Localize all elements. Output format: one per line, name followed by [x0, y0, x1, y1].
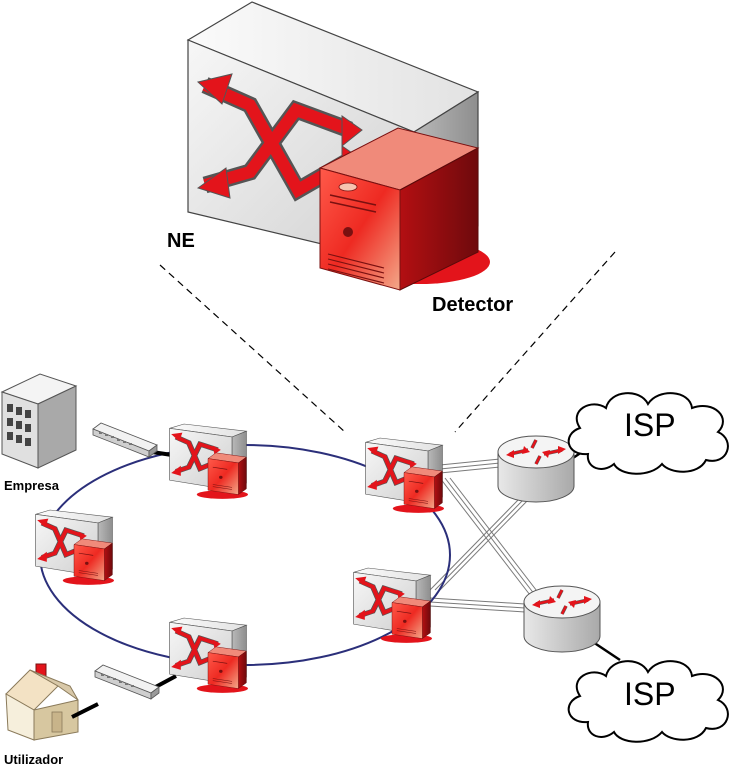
crossing-arrows-icon — [196, 73, 363, 202]
switch-icon — [94, 664, 160, 700]
house-icon — [5, 663, 79, 741]
building-icon — [0, 373, 78, 469]
router-links — [429, 458, 541, 613]
detector-icon — [318, 127, 490, 291]
isp-top-label: ISP — [624, 407, 676, 443]
router-icon — [522, 584, 602, 654]
router-icon — [496, 434, 576, 504]
ne-label: NE — [167, 230, 195, 252]
empresa-label: Empresa — [4, 478, 60, 493]
network-element-icon — [170, 618, 248, 693]
detector-label: Detector — [432, 294, 513, 316]
switch-icon — [92, 422, 158, 458]
network-element-icon — [354, 568, 432, 643]
isp-bottom-label: ISP — [624, 676, 676, 712]
network-element-icon — [366, 438, 444, 513]
switch-link-bottom — [71, 702, 99, 719]
network-element-icon — [36, 510, 114, 585]
network-element-icon — [170, 424, 248, 499]
utilizador-label: Utilizador — [4, 752, 63, 767]
zoom-line-right — [454, 251, 616, 433]
zoom-line-left — [159, 264, 346, 433]
